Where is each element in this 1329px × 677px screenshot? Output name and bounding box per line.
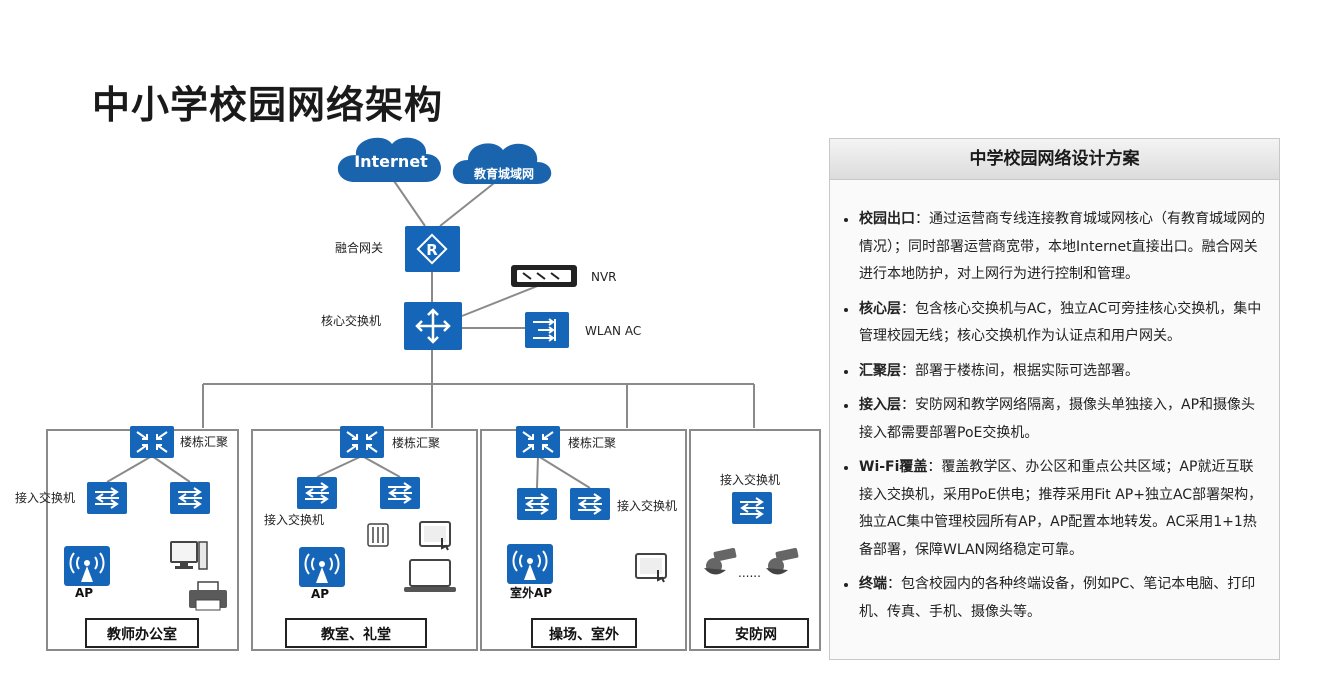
security-camera-icon-2 [766,547,799,575]
scheme-item-wifi: Wi-Fi覆盖：覆盖教学区、办公区和重点公共区域；AP就近互联接入交换机，采用P… [842,454,1267,564]
gateway-router-icon: R [405,226,460,272]
playground-ap-label: 室外AP [510,585,552,600]
scheme-item-text: 安防网和教学网络隔离，摄像头单独接入，AP和摄像头接入都需要部署PoE交换机。 [859,397,1256,441]
teacher-aggregation-switch-icon [129,425,175,459]
playground-access-switch-icon-1 [516,487,558,521]
zone-playground-box [480,429,687,651]
scheme-item-text: 包含校园内的各种终端设备，例如PC、笔记本电脑、打印机、传真、手机、摄像头等。 [859,576,1256,620]
scheme-item-label: 接入层 [859,397,901,413]
link-core-nvr [461,284,541,317]
link-classroom-access-1 [316,455,363,478]
security-access-label: 接入交换机 [720,472,780,487]
teacher-ap-label: AP [75,586,93,600]
teacher-pc-icon [170,541,208,570]
wlan-ac-label: WLAN AC [585,324,641,338]
security-zone-name-box [704,618,809,648]
zone-boxes [46,429,821,651]
svg-text:R: R [426,241,438,259]
classroom-access-label: 接入交换机 [264,512,324,527]
cloud-internet-label: Internet [354,152,428,171]
teacher-access-switch-icon-2 [169,481,211,515]
network-diagram: Internet 教育城域网 R 融合网关 核心交换机 NVR W [15,137,821,651]
teacher-access-label: 接入交换机 [15,490,75,505]
scheme-item-exit: 校园出口：通过运营商专线连接教育城域网核心（有教育城域网的情况）；同时部署运营商… [842,206,1267,289]
link-edu-gateway [439,179,499,227]
scheme-item-text: 包含核心交换机与AC，独立AC可旁挂核心交换机，集中管理校园无线；核心交换机作为… [859,300,1262,345]
scheme-item-label: Wi-Fi覆盖 [859,459,928,475]
classroom-zone-name-box [285,618,427,648]
cloud-edu-metro-label: 教育城域网 [473,166,534,181]
scheme-item-text: 覆盖教学区、办公区和重点公共区域；AP就近互联接入交换机，采用PoE供电；推荐采… [859,459,1263,558]
teacher-aggregation-label: 楼栋汇聚 [180,434,228,449]
security-camera-icon-1 [704,547,737,575]
security-access-switch-icon [731,491,773,525]
zone-teacher-box [46,429,239,651]
page-title: 中小学校园网络架构 [92,83,444,127]
classroom-laptop-icon [403,559,457,593]
teacher-ap-icon [63,545,111,587]
classroom-ap-icon [298,546,346,588]
scheme-item-terminal: 终端：包含校园内的各种终端设备，例如PC、笔记本电脑、打印机、传真、手机、摄像头… [842,571,1267,626]
playground-zone-name-box [531,618,637,648]
security-zone-name: 安防网 [735,626,777,643]
nvr-label: NVR [591,270,617,284]
scheme-item-label: 汇聚层 [859,362,901,379]
playground-outdoor-ap-icon [506,543,554,585]
gateway-label: 融合网关 [335,240,383,255]
classroom-zone-name: 教室、礼堂 [321,626,391,643]
teacher-zone-name-box [85,618,199,648]
scheme-item-label: 核心层 [859,300,901,317]
playground-access-label: 接入交换机 [617,498,677,513]
classroom-aggregation-label: 楼栋汇聚 [392,435,440,450]
classroom-tablet-icon [419,521,451,551]
playground-access-switch-icon-2 [569,487,611,521]
teacher-printer-icon [188,581,228,611]
classroom-heater-icon [367,523,389,547]
core-switch-label: 核心交换机 [321,313,381,328]
scheme-item-aggregation: 汇聚层：部署于楼栋间，根据实际可选部署。 [842,358,1267,386]
link-internet-gateway [391,177,426,227]
core-switch-icon [404,302,462,350]
cloud-edu-metro: 教育城域网 [452,143,552,184]
scheme-item-text: 通过运营商专线连接教育城域网核心（有教育城域网的情况）；同时部署运营商宽带，本地… [859,211,1265,282]
scheme-item-text: 部署于楼栋间，根据实际可选部署。 [915,362,1139,379]
playground-tablet-icon [635,553,667,583]
classroom-access-switch-icon-1 [296,476,338,510]
link-playground-access-2 [537,455,591,489]
wlan-ac-icon [525,312,569,348]
link-classroom-access-2 [361,455,401,478]
connection-lines [106,177,755,489]
zone-security-box [689,429,821,651]
playground-zone-name: 操场、室外 [549,626,619,643]
scheme-item-core: 核心层：包含核心交换机与AC，独立AC可旁挂核心交换机，集中管理校园无线；核心交… [842,296,1267,351]
scheme-list: 校园出口：通过运营商专线连接教育城域网核心（有教育城域网的情况）；同时部署运营商… [830,180,1279,626]
design-scheme-panel: 中学校园网络设计方案 校园出口：通过运营商专线连接教育城域网核心（有教育城域网的… [829,138,1280,660]
scheme-item-label: 终端 [859,576,887,592]
classroom-access-switch-icon-2 [379,476,421,510]
link-teacher-access-2 [151,455,191,483]
playground-aggregation-switch-icon [515,425,561,459]
playground-aggregation-label: 楼栋汇聚 [568,435,616,450]
nvr-icon [511,265,577,287]
cloud-internet: Internet [337,137,441,182]
scheme-item-access: 接入层：安防网和教学网络隔离，摄像头单独接入，AP和摄像头接入都需要部署PoE交… [842,392,1267,447]
scheme-item-label: 校园出口 [859,211,915,227]
classroom-ap-label: AP [311,587,329,601]
security-ellipsis: ...... [738,566,761,580]
link-playground-access-1 [536,455,539,489]
panel-title: 中学校园网络设计方案 [830,139,1279,180]
teacher-access-switch-icon-1 [86,481,128,515]
teacher-zone-name: 教师办公室 [107,626,177,643]
classroom-aggregation-switch-icon [339,425,385,459]
link-teacher-access-1 [106,455,153,483]
